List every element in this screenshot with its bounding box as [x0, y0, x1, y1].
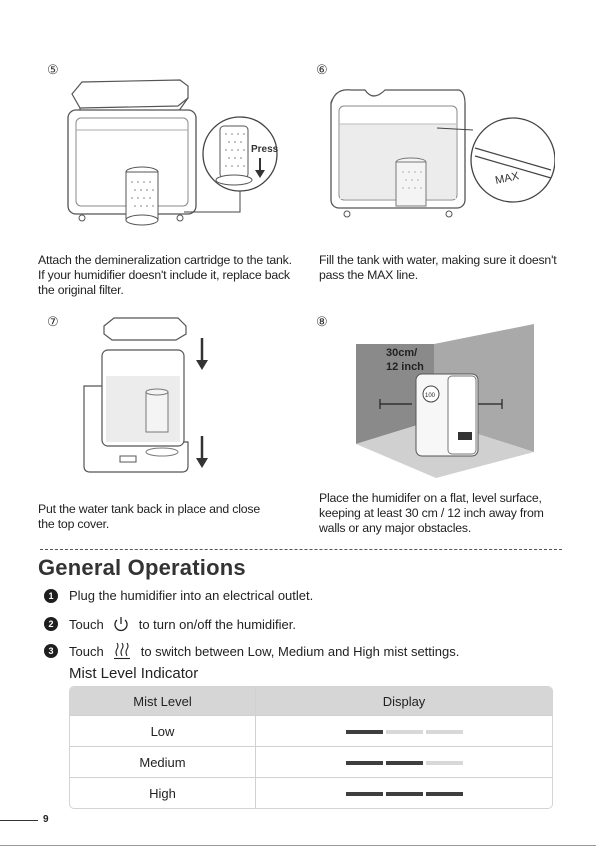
- level-bar-on: [386, 792, 423, 796]
- step-8-caption: Place the humidifer on a flat, level sur…: [319, 491, 569, 536]
- level-bar-on: [346, 792, 383, 796]
- press-callout-label: Press: [251, 144, 279, 155]
- bullet-3: 3: [44, 644, 58, 658]
- bottom-rule: [0, 845, 596, 846]
- level-bar-on: [386, 761, 423, 765]
- mist-level-bars: [346, 730, 463, 734]
- mist-level-cell: High: [70, 777, 256, 808]
- section-title: General Operations: [38, 555, 246, 581]
- step-number-5: ⑤: [47, 62, 59, 78]
- table-row: High: [70, 777, 552, 808]
- fill-tank-illustration: MAX: [325, 78, 555, 228]
- display-cell: [256, 777, 552, 808]
- operation-3-post: to switch between Low, Medium and High m…: [141, 644, 460, 659]
- step-6-caption: Fill the tank with water, making sure it…: [319, 253, 561, 283]
- header-mist-level: Mist Level: [70, 687, 256, 715]
- mist-level-bars: [346, 761, 463, 765]
- level-bar-on: [346, 730, 383, 734]
- power-icon: [112, 615, 130, 633]
- mist-level-cell: Medium: [70, 746, 256, 777]
- operation-step-3: 3 Touch to switch between Low, Medium an…: [44, 642, 459, 660]
- operation-2-post: to turn on/off the humidifier.: [139, 617, 296, 632]
- bullet-2: 2: [44, 617, 58, 631]
- operation-step-1: 1 Plug the humidifier into an electrical…: [44, 588, 313, 603]
- step-5-caption: Attach the demineralization cartridge to…: [38, 253, 300, 298]
- page-number: 9: [43, 814, 49, 825]
- mist-table-title: Mist Level Indicator: [69, 665, 198, 682]
- step-7-caption: Put the water tank back in place and clo…: [38, 502, 268, 532]
- operation-3-pre: Touch: [69, 644, 104, 659]
- distance-label-inch: 12 inch: [386, 361, 424, 373]
- operation-1-text: Plug the humidifier into an electrical o…: [69, 588, 313, 603]
- replace-tank-illustration: [74, 316, 234, 492]
- distance-label-cm: 30cm/: [386, 347, 417, 359]
- bullet-1: 1: [44, 589, 58, 603]
- level-bar-on: [346, 761, 383, 765]
- placement-illustration: 100 30cm/ 12 inch: [356, 324, 536, 478]
- table-row: Low: [70, 715, 552, 746]
- table-row: Medium: [70, 746, 552, 777]
- cartridge-illustration: Press: [60, 72, 290, 232]
- level-bar-on: [426, 792, 463, 796]
- level-bar-off: [426, 761, 463, 765]
- operation-2-pre: Touch: [69, 617, 104, 632]
- level-bar-off: [426, 730, 463, 734]
- mist-level-bars: [346, 792, 463, 796]
- display-cell: [256, 715, 552, 746]
- step-number-6: ⑥: [316, 62, 328, 78]
- level-bar-off: [386, 730, 423, 734]
- humidifier-display-reading: 100: [425, 393, 436, 399]
- operation-step-2: 2 Touch to turn on/off the humidifier.: [44, 615, 296, 633]
- step-number-7: ⑦: [47, 314, 59, 330]
- header-display: Display: [256, 687, 552, 715]
- section-divider: [40, 549, 562, 550]
- step-number-8: ⑧: [316, 314, 328, 330]
- display-cell: [256, 746, 552, 777]
- mist-icon: [112, 642, 132, 660]
- mist-level-cell: Low: [70, 715, 256, 746]
- page-number-rule: [0, 820, 38, 821]
